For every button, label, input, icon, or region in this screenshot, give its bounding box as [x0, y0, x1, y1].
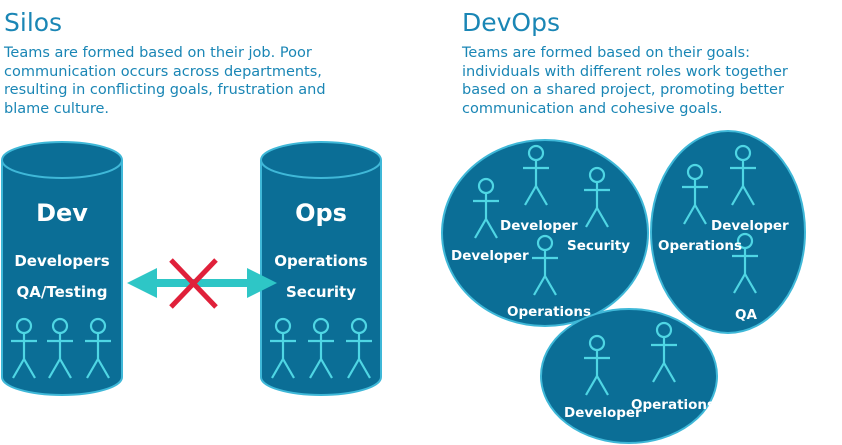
- dev-cylinder-title: Dev: [36, 199, 88, 227]
- dev-cylinder: Dev Developers QA/Testing: [1, 141, 123, 396]
- devops-description: Teams are formed based on their goals: i…: [462, 45, 788, 117]
- team1-member-label: Operations: [507, 304, 591, 320]
- cross-icon: [169, 258, 218, 309]
- dev-role-label: Developers: [14, 252, 109, 270]
- team1-member-label: Developer: [500, 218, 578, 234]
- dev-role-label: QA/Testing: [17, 283, 108, 301]
- double-arrow-icon: [127, 268, 277, 298]
- devops-team-2: Developer Operations QA: [650, 130, 806, 334]
- team3-member-label: Operations: [631, 397, 715, 413]
- team3-member-label: Developer: [564, 405, 642, 421]
- devops-team-1: Developer Developer Security Operations: [441, 139, 649, 327]
- team2-member-label: QA: [735, 307, 757, 323]
- devops-title: DevOps: [462, 8, 560, 37]
- silos-description: Teams are formed based on their job. Poo…: [4, 45, 326, 117]
- team1-member-label: Security: [567, 238, 630, 254]
- ops-role-label: Security: [286, 283, 356, 301]
- ops-cylinder-title: Ops: [295, 199, 347, 227]
- ops-role-label: Operations: [274, 252, 367, 270]
- devops-team-3: Developer Operations: [540, 308, 718, 444]
- ops-cylinder: Ops Operations Security: [260, 141, 382, 396]
- team2-member-label: Operations: [658, 238, 742, 254]
- team2-member-label: Developer: [711, 218, 789, 234]
- silos-title: Silos: [4, 8, 63, 37]
- team1-member-label: Developer: [451, 248, 529, 264]
